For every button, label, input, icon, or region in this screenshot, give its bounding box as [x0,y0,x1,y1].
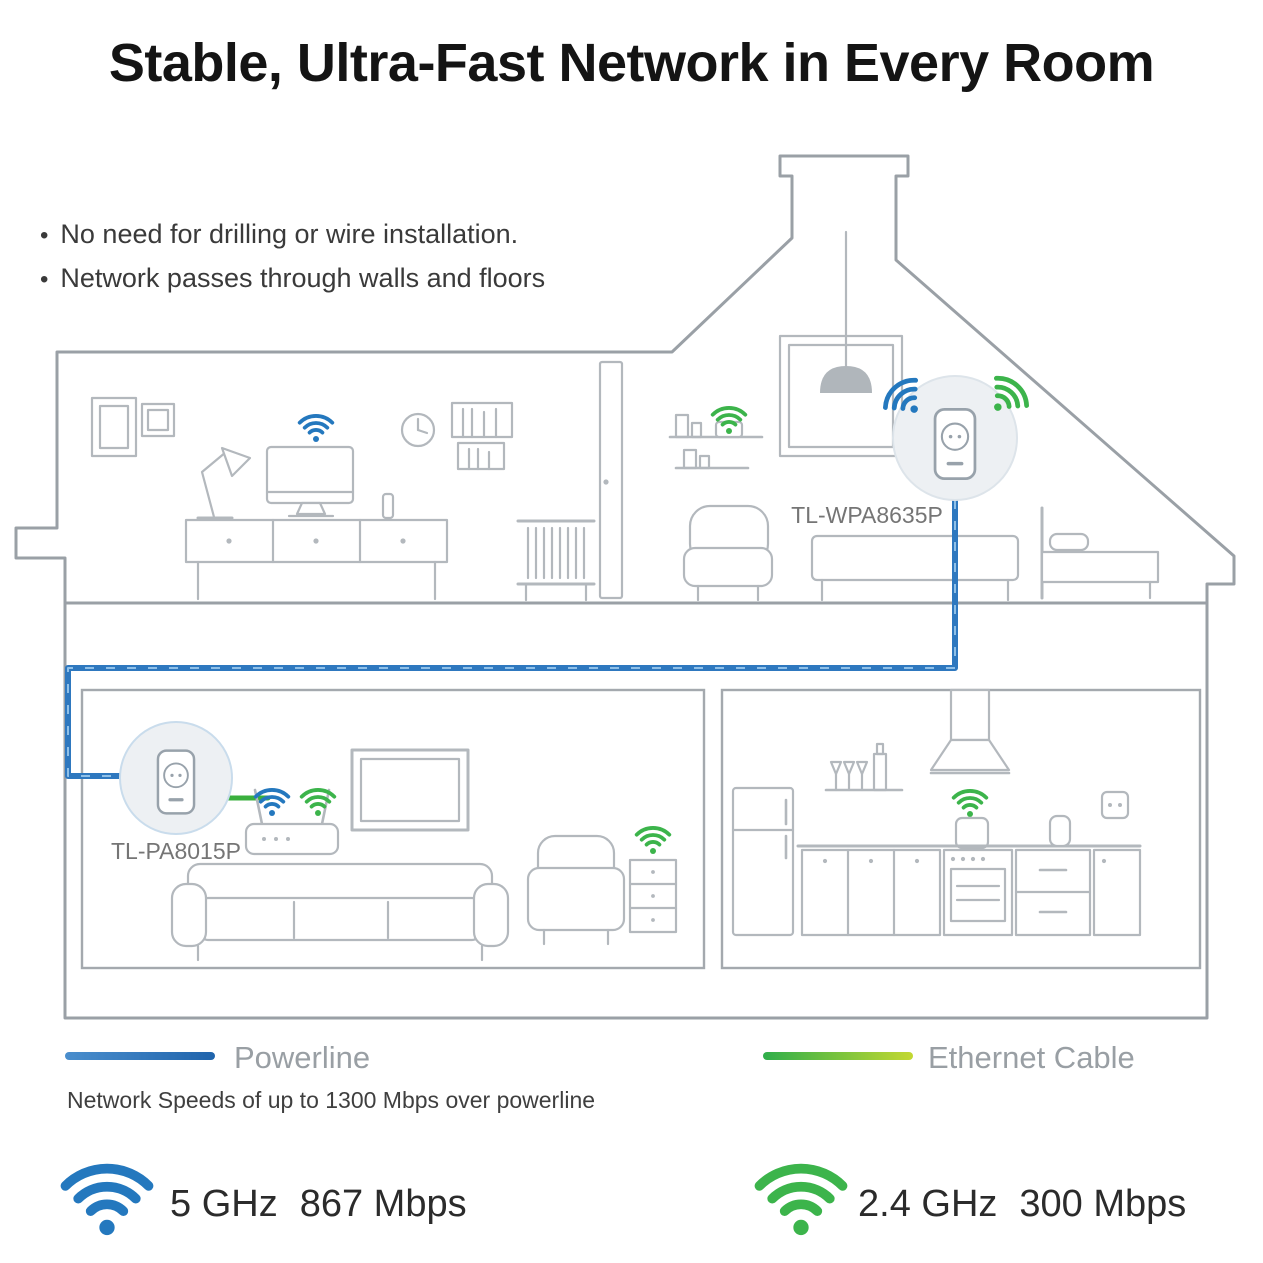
sofa [170,862,510,962]
powerline-adapter-icon [156,749,196,815]
bottle-icon [381,492,395,520]
downstairs-adapter [119,721,233,835]
kitchen-cabinets [800,848,942,937]
wifi-icon-green-kitchen [951,789,989,819]
spec-5ghz: 5 GHz 867 Mbps [170,1183,467,1226]
drawer-unit [1014,848,1092,937]
house-structure [14,154,1236,1020]
upstairs-room [90,230,1160,602]
door [598,360,624,600]
side-cabinet [628,858,678,934]
armchair-upstairs [682,504,774,602]
oven-icon [942,848,1014,937]
spec-speed: 300 Mbps [1019,1183,1187,1225]
bullet-marker: • [40,266,49,293]
pendant-lamp-icon [820,230,872,393]
bench [810,534,1020,602]
powerline-speed-note: Network Speeds of up to 1300 Mbps over p… [67,1087,596,1113]
wifi-icon-5ghz [65,1169,148,1235]
downstairs-adapter-label: TL-PA8015P [111,838,241,864]
range-hood-icon [929,688,1011,775]
house-outline [14,154,1236,1020]
powerline-cable [65,497,958,779]
spec-speed: 867 Mbps [299,1183,467,1225]
wall-shelf [668,413,764,470]
spec-band: 5 GHz [170,1183,278,1225]
vase-icon [1048,814,1072,848]
spec-band: 2.4 GHz [858,1183,998,1225]
bullet-item: • No need for drilling or wire installat… [40,219,545,250]
powerline-adapter-icon [933,407,977,481]
bullet-marker: • [40,222,49,249]
upstairs-adapter [880,372,1033,501]
living-room-wall [80,688,706,970]
wifi-icon-24ghz [759,1169,842,1235]
bullet-text: Network passes through walls and floors [60,263,546,293]
ethernet-legend-label: Ethernet Cable [928,1040,1135,1075]
bed [1040,506,1160,600]
book-shelves [450,401,514,471]
page-title: Stable, Ultra-Fast Network in Every Room [108,33,1155,93]
kitchen-shelf-glasses [824,742,904,792]
desktop-computer-icon [265,445,355,518]
wifi-icon-green-cabinet [634,826,672,856]
ethernet-legend-line [763,1052,913,1060]
attic-panel [778,334,904,458]
sideboard [184,518,449,601]
picture-frame-small [140,402,176,438]
living-room [170,748,678,962]
spec-24ghz: 2.4 GHz 300 Mbps [858,1183,1186,1226]
wifi-icon-green-router [299,788,337,818]
armchair-downstairs [526,834,626,946]
radiator [516,519,596,602]
cabinet-right [1092,848,1142,937]
powerline-legend-label: Powerline [234,1040,371,1075]
picture-frame-large [90,396,138,458]
kitchen [731,688,1142,937]
wall-outlet-icon [1100,790,1130,820]
tv-icon [350,748,470,832]
bullet-text: No need for drilling or wire installatio… [60,219,519,249]
wifi-icon-blue-desktop [297,414,335,444]
desk-lamp-icon [196,446,252,520]
bullet-item: • Network passes through walls and floor… [40,263,545,294]
bullet-list: • No need for drilling or wire installat… [40,219,545,307]
powerline-legend-line [65,1052,215,1060]
kettle-icon [954,816,990,850]
upstairs-adapter-label: TL-WPA8635P [791,502,943,528]
fridge-icon [731,786,795,937]
wall-clock-icon [400,412,436,448]
